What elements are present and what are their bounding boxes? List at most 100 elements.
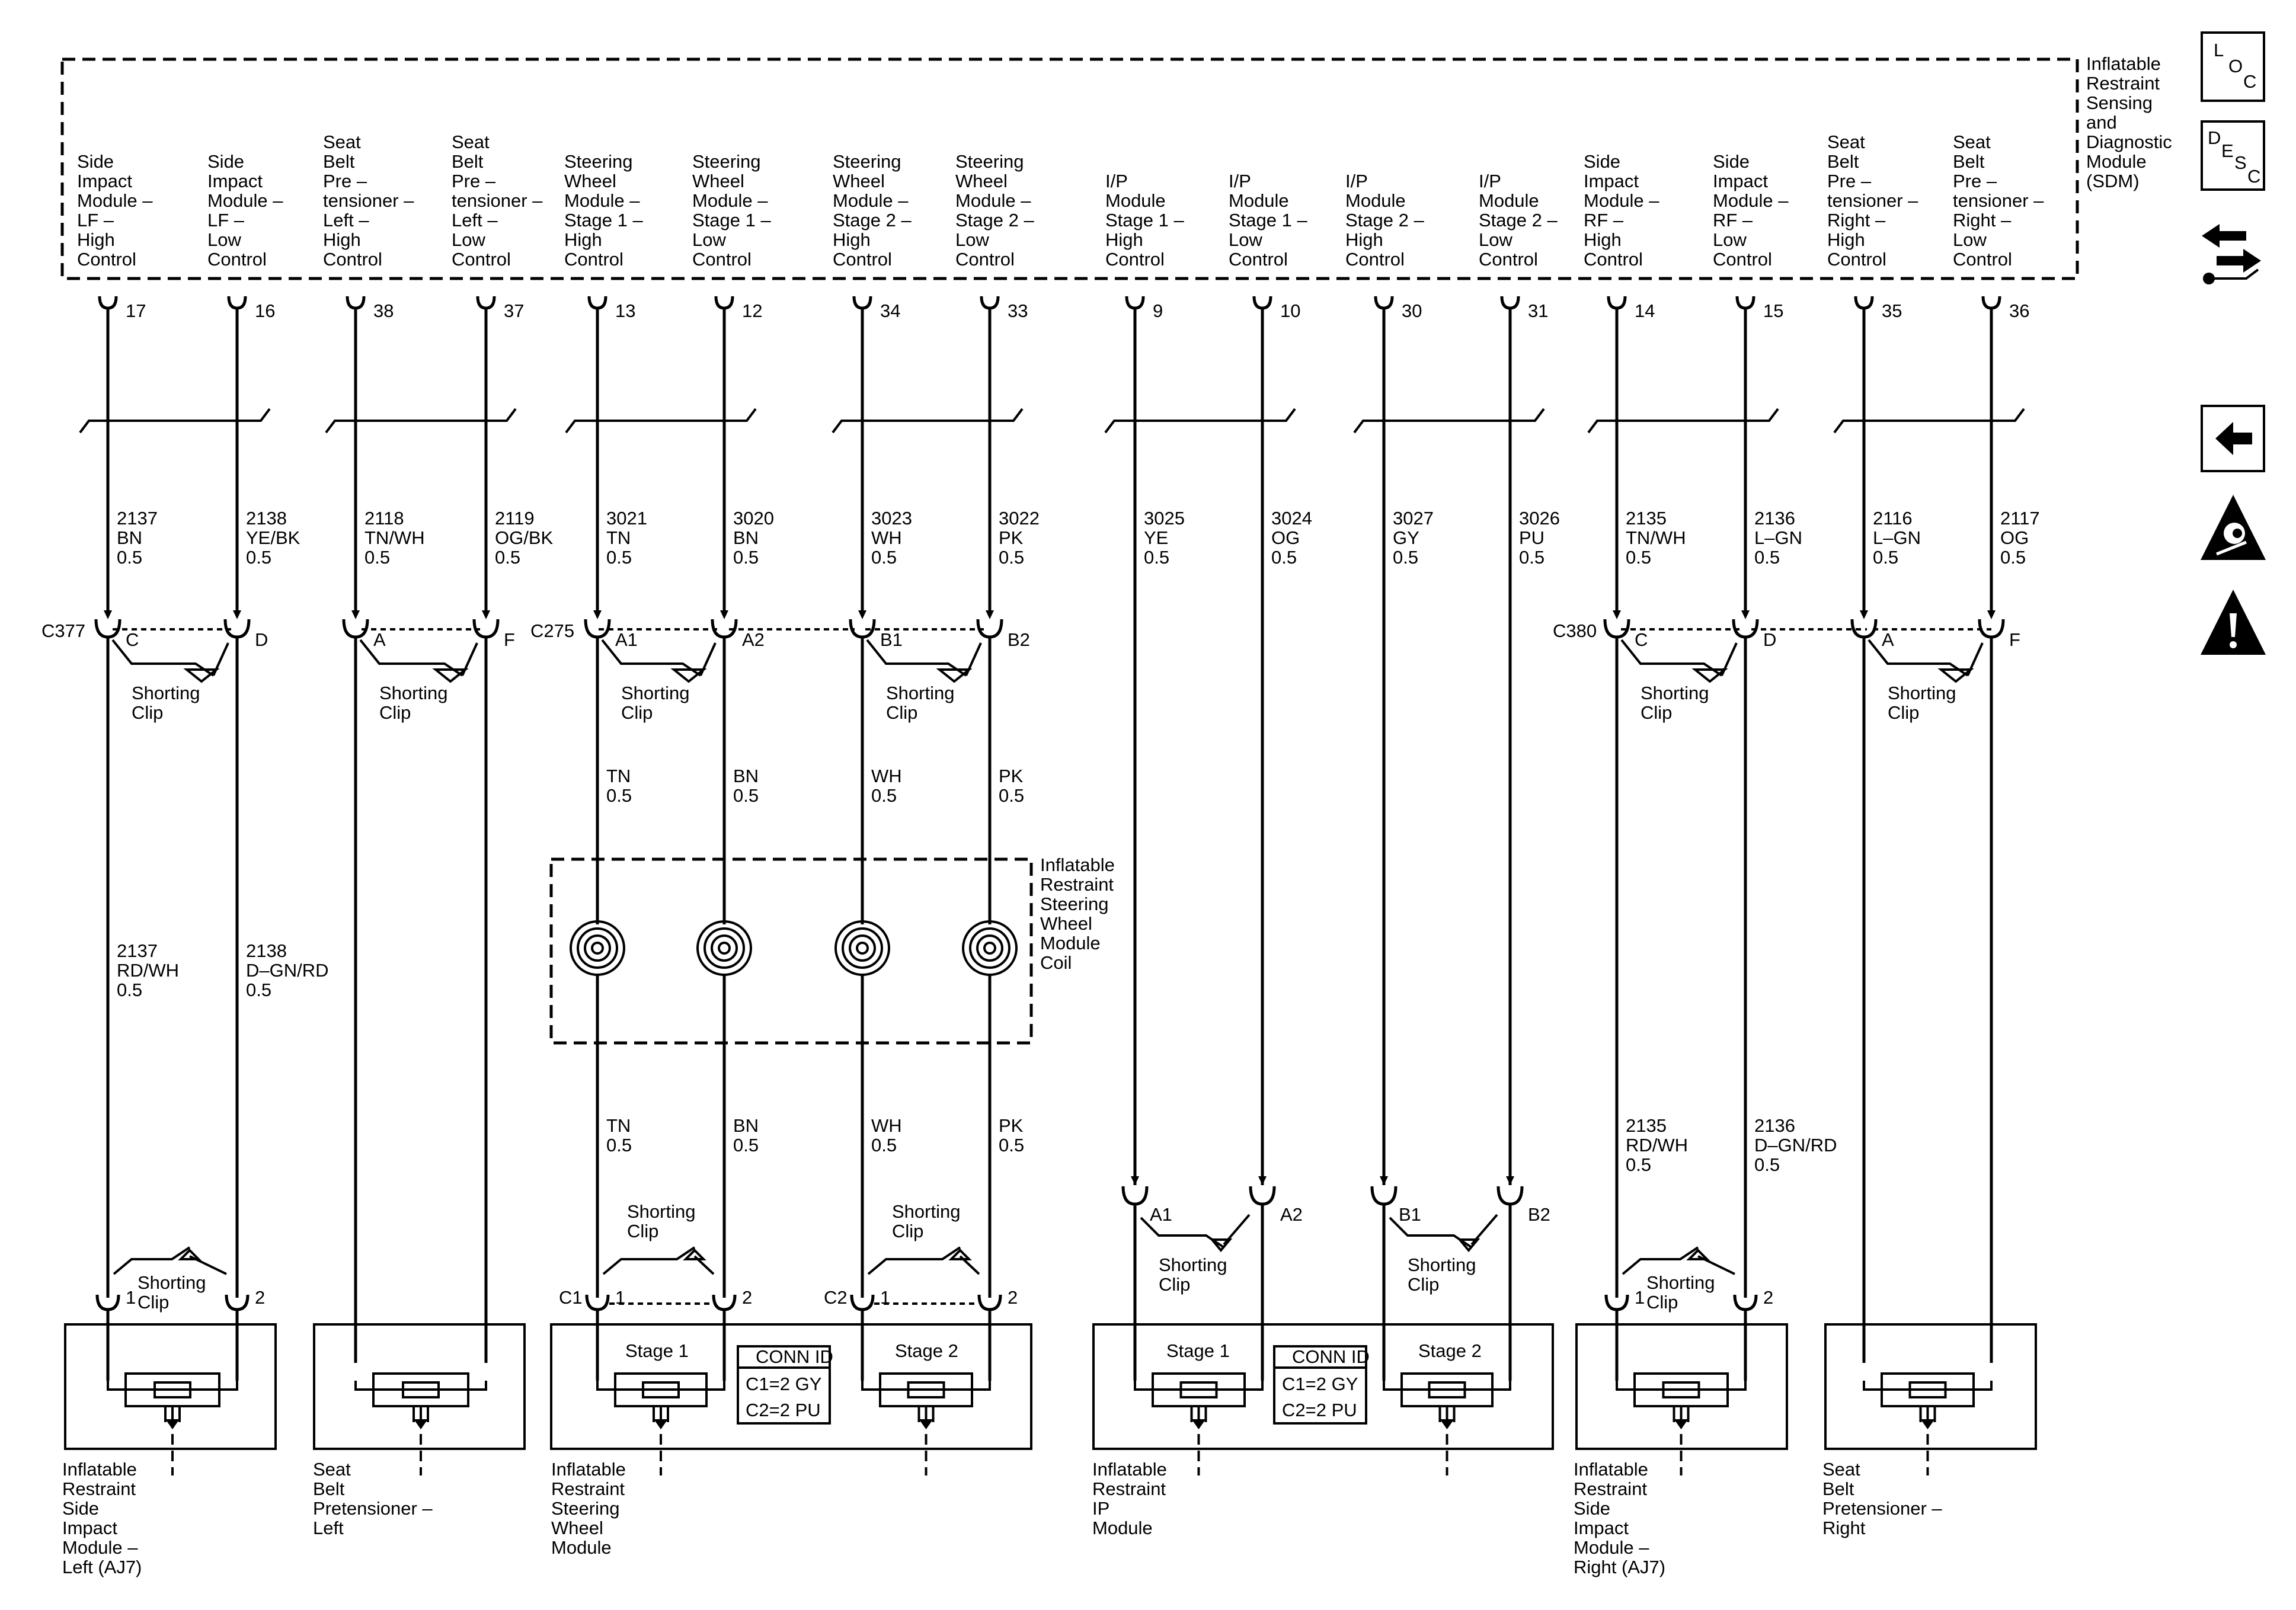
wire-number: 2138 (246, 508, 287, 529)
squib-leads (1134, 1381, 1264, 1391)
bundle-slash-5 (1353, 408, 1545, 434)
circuit-label-16-line: LF – (207, 210, 245, 231)
module-shorting-clip-label-line: Clip (137, 1292, 169, 1313)
terminal-arrow (351, 610, 360, 619)
bundle-slash-4 (1104, 408, 1296, 434)
squib-resistor (402, 1381, 440, 1398)
connector-info-icon[interactable] (2202, 224, 2261, 284)
circuit-label-17-line: LF – (77, 210, 114, 231)
module-name-1-line: Pretensioner – (313, 1498, 433, 1519)
sdm-pin-10: 10 (1280, 300, 1300, 321)
module-box-side-right (1575, 1323, 1788, 1450)
wire-number: 2117 (2000, 508, 2040, 529)
shorting-clip-label-line: Clip (132, 702, 163, 723)
circuit-label-31-line: Stage 2 – (1479, 210, 1558, 231)
pin-socket (1735, 296, 1755, 310)
shorting-clip-symbol (601, 639, 717, 683)
lower-wire-gauge-1: 0.5 (246, 980, 271, 1000)
circuit-label-36-line: Pre – (1953, 171, 1997, 191)
squib-arrow (1440, 1419, 1454, 1429)
back-arrow-icon[interactable] (2201, 405, 2265, 472)
squib-resistor (1428, 1381, 1466, 1398)
circuit-label-12-line: Control (692, 249, 752, 270)
coil-upper-gauge: 0.5 (871, 785, 897, 806)
circuit-label-36-line: Right – (1953, 210, 2012, 231)
circuit-label-34-line: High (833, 229, 871, 250)
sdm-title-text-line: Restraint (2086, 73, 2160, 94)
circuit-label-34-line: Stage 2 – (833, 210, 912, 231)
wire-color: TN/WH (1626, 527, 1686, 548)
sdm-pin-14: 14 (1635, 300, 1655, 321)
sdm-pin-9: 9 (1153, 300, 1163, 321)
squib-arrow (1920, 1419, 1935, 1429)
module-shorting-clip-symbol (867, 1246, 980, 1275)
lower-wire-gauge-2: 0.5 (1626, 1154, 1651, 1175)
circuit-label-33-line: Low (955, 229, 989, 250)
circuit-label-9-line: Control (1105, 249, 1165, 270)
lower-wire-number-3: 2136 (1754, 1115, 1795, 1136)
shorting-clip-label-line: Shorting (379, 683, 447, 703)
ip-pin-socket (1249, 1186, 1276, 1206)
circuit-label-12-line: Module – (692, 190, 768, 211)
circuit-label-9-line: I/P (1105, 171, 1128, 191)
description-icon[interactable]: D E S C (2201, 120, 2265, 191)
pin-socket (1981, 296, 2001, 310)
wire-color: YE (1144, 527, 1168, 548)
conn-pin-B2: B2 (1008, 629, 1030, 650)
circuit-label-30-line: Module (1345, 190, 1406, 211)
caution-triangle-icon[interactable] (2201, 590, 2266, 655)
squib-6 (1616, 1372, 1747, 1475)
sdm-pin-38: 38 (373, 300, 394, 321)
ip-pin-0: A1 (1121, 1176, 1172, 1381)
shorting-clip-label-line: Clip (886, 702, 917, 723)
circuit-label-30-line: High (1345, 229, 1383, 250)
circuit-label-38-line: Belt (323, 151, 355, 172)
module-name-2-line: Module (551, 1537, 612, 1558)
module-shorting-clip-label-line: Shorting (1646, 1272, 1715, 1293)
ip-stage2-label: Stage 2 (1418, 1340, 1482, 1361)
circuit-label-34-line: Steering (833, 151, 901, 172)
circuit-label-13-line: Wheel (564, 171, 616, 191)
coil-label-text-line: Wheel (1040, 913, 1092, 934)
squib-leads (1616, 1381, 1747, 1391)
coil-label-text-line: Restraint (1040, 874, 1114, 895)
module-pin-2: 2 (742, 1287, 752, 1308)
coil-upper-gauge: 0.5 (999, 785, 1024, 806)
module-shorting-clip-symbol (1622, 1246, 1735, 1275)
squib-5 (1383, 1372, 1511, 1475)
circuit-label-16-line: Low (207, 229, 241, 250)
conn-pin-C: C (1635, 629, 1648, 650)
ip-conn-id-box (1273, 1345, 1367, 1425)
squib-arrow (414, 1419, 428, 1429)
ip-pin-arrow (1506, 1176, 1514, 1185)
squib-leads (861, 1381, 991, 1391)
module-name-5-line: Belt (1822, 1478, 1854, 1499)
conn-pin-A: A (1882, 629, 1894, 650)
squib-7 (1863, 1372, 1993, 1475)
sdm-pin-35: 35 (1882, 300, 1902, 321)
sdm-title-text-line: Inflatable (2086, 53, 2161, 74)
location-icon[interactable]: L O C (2201, 31, 2265, 102)
module-name-3-line: Restraint (1092, 1478, 1166, 1499)
circuit-label-15-line: Control (1713, 249, 1772, 270)
coil-label-text-line: Inflatable (1040, 854, 1115, 875)
sdm-pin-34: 34 (880, 300, 900, 321)
ip-pin-socket (1496, 1186, 1524, 1206)
conn-pin-B1: B1 (880, 629, 903, 650)
wire-color: L–GN (1754, 527, 1802, 548)
squib-arrow (654, 1419, 668, 1429)
circuit-label-12-line: Stage 1 – (692, 210, 771, 231)
module-name-4-line: Side (1574, 1498, 1610, 1519)
module-name-0-line: Side (62, 1498, 99, 1519)
airbag-warning-icon[interactable] (2201, 495, 2266, 560)
coil-upper-color: TN (606, 766, 631, 786)
